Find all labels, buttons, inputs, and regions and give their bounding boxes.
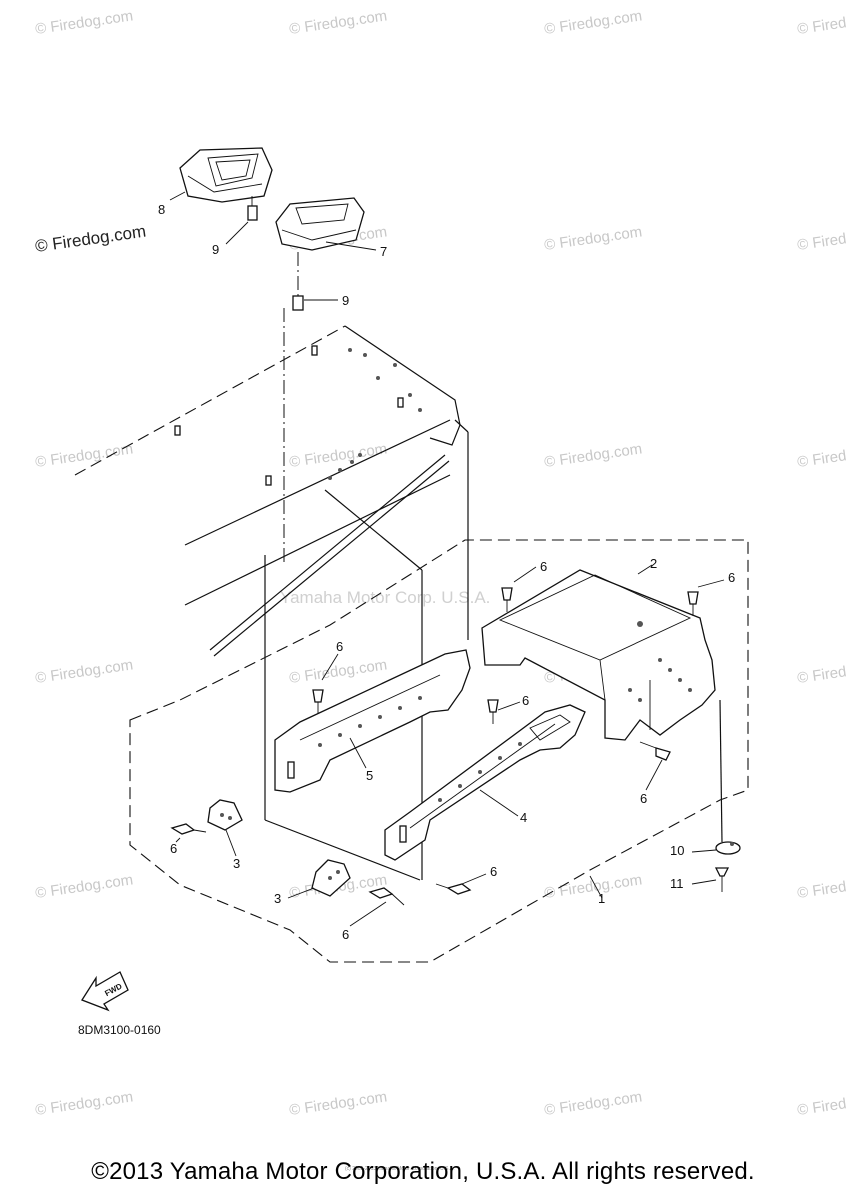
bolt-9-lower xyxy=(292,252,304,311)
callouts: 8 9 7 9 6 2 6 6 6 5 4 6 3 3 6 6 6 1 10 1… xyxy=(158,202,735,942)
callout-3: 3 xyxy=(274,891,281,906)
part-3-plate-left xyxy=(207,799,243,831)
callout-6: 6 xyxy=(336,639,343,654)
watermark: © Firedog.com xyxy=(543,440,643,471)
watermark: © Firedog.com xyxy=(543,1088,643,1119)
watermark: © Firedog.com xyxy=(796,440,846,471)
callout-2: 2 xyxy=(650,556,657,571)
callout-8: 8 xyxy=(158,202,165,217)
watermark-grid: © Firedog.com © Firedog.com © Firedog.co… xyxy=(34,7,846,1119)
watermark: © Firedog.com xyxy=(796,1088,846,1119)
watermark: © Firedog.com xyxy=(288,1088,388,1119)
frame-body xyxy=(74,308,469,881)
watermark-primary: © Firedog.com xyxy=(34,222,147,256)
watermark: © Firedog.com xyxy=(34,7,134,38)
callout-6: 6 xyxy=(522,693,529,708)
callout-3: 3 xyxy=(233,856,240,871)
part-3-plate-right xyxy=(311,859,351,897)
fwd-arrow-icon: FWD xyxy=(81,971,129,1012)
watermark: © Firedog.com xyxy=(796,656,846,687)
callout-6: 6 xyxy=(490,864,497,879)
watermark: © Firedog.com xyxy=(34,440,134,471)
callout-9: 9 xyxy=(212,242,219,257)
watermark: © Firedog.com xyxy=(34,871,134,902)
part-5-rail xyxy=(274,649,471,793)
watermark: © Firedog.com xyxy=(288,656,388,687)
callout-4: 4 xyxy=(520,810,527,825)
callout-6: 6 xyxy=(540,559,547,574)
rivets-6 xyxy=(170,587,699,906)
part-code: 8DM3100-0160 xyxy=(78,1023,161,1037)
part-2-bracket xyxy=(481,569,716,741)
callout-10: 10 xyxy=(670,843,684,858)
callout-6: 6 xyxy=(640,791,647,806)
watermark: © Firedog.com xyxy=(34,1088,134,1119)
callout-6: 6 xyxy=(342,927,349,942)
leader-lines xyxy=(169,191,725,927)
watermark: © Firedog.com xyxy=(34,656,134,687)
callout-7: 7 xyxy=(380,244,387,259)
watermark: © Firedog.com xyxy=(543,223,643,254)
watermark: © Firedog.com xyxy=(796,871,846,902)
part-11-screw xyxy=(714,867,730,892)
bolt-9-upper xyxy=(247,196,258,221)
watermark: © Firedog.com xyxy=(543,7,643,38)
assembly-outline-part-1 xyxy=(129,539,749,963)
watermark: © Firedog.com xyxy=(796,7,846,38)
part-4-rail xyxy=(384,704,586,861)
callout-6: 6 xyxy=(170,841,177,856)
watermark: © Firedog.com xyxy=(288,7,388,38)
callout-11: 11 xyxy=(670,876,684,891)
callout-9: 9 xyxy=(342,293,349,308)
watermark: © Firedog.com xyxy=(543,871,643,902)
part-10-clip xyxy=(715,699,741,855)
part-8-cover xyxy=(179,147,273,203)
watermark: © Firedog.com xyxy=(796,223,846,254)
tiny-copyright: (c) 2005-2013 Yamaha Motor Corporation, … xyxy=(345,1166,455,1172)
callout-1: 1 xyxy=(598,891,605,906)
callout-5: 5 xyxy=(366,768,373,783)
center-watermark: Yamaha Motor Corp. U.S.A. xyxy=(280,588,490,607)
callout-6: 6 xyxy=(728,570,735,585)
copyright-footer: ©2013 Yamaha Motor Corporation, U.S.A. A… xyxy=(91,1158,755,1185)
part-7-cover xyxy=(275,197,365,251)
